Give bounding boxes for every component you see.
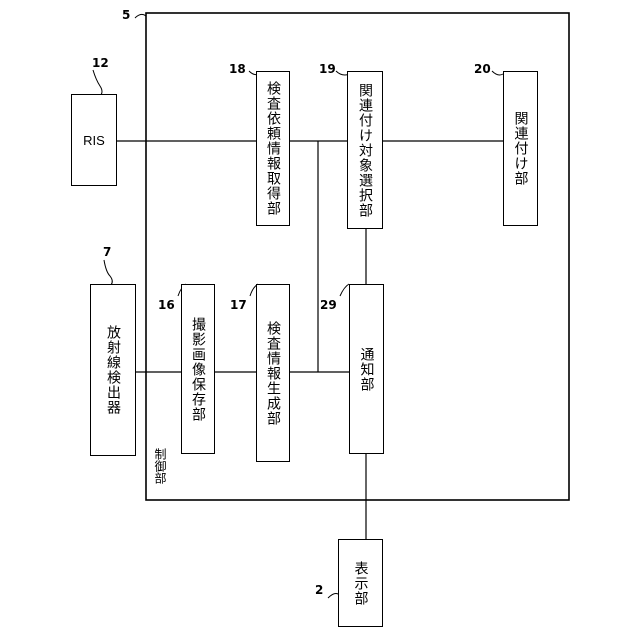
exam-info-gen-label: 検査情報生成部 (263, 321, 283, 426)
image-storage-ref: 16 (158, 298, 175, 312)
control-unit-label: 制御部 (152, 448, 169, 484)
ref-leader-2 (328, 594, 338, 599)
exam-info-gen-ref: 17 (230, 298, 247, 312)
notification-ref: 29 (320, 298, 337, 312)
exam-request-acq-ref: 18 (229, 62, 246, 76)
association-ref: 20 (474, 62, 491, 76)
control-unit-ref: 5 (122, 8, 130, 22)
image-storage-box: 撮影画像保存部 (181, 284, 215, 454)
exam-info-gen-box: 検査情報生成部 (256, 284, 290, 462)
notification-box: 通知部 (349, 284, 384, 454)
ris-ref: 12 (92, 56, 109, 70)
notification-label: 通知部 (357, 347, 377, 392)
ref-leader-29 (340, 284, 349, 296)
exam-request-acq-box: 検査依頼情報取得部 (256, 71, 290, 226)
association-box: 関連付け部 (503, 71, 538, 226)
assoc-target-select-box: 関連付け対象選択部 (347, 71, 383, 229)
detector-ref: 7 (103, 245, 111, 259)
ref-leader-7 (104, 260, 112, 285)
display-box: 表示部 (338, 539, 383, 627)
detector-label: 放射線検出器 (103, 325, 123, 415)
display-label: 表示部 (351, 561, 371, 606)
assoc-target-select-label: 関連付け対象選択部 (355, 83, 375, 218)
display-ref: 2 (315, 583, 323, 597)
exam-request-acq-label: 検査依頼情報取得部 (263, 81, 283, 216)
ris-box: RIS (71, 94, 117, 186)
assoc-target-select-ref: 19 (319, 62, 336, 76)
image-storage-label: 撮影画像保存部 (188, 317, 208, 422)
association-label: 関連付け部 (511, 111, 531, 186)
ref-leader-12 (93, 70, 102, 96)
ref-leader-20 (492, 71, 503, 75)
ref-leader-5 (135, 14, 146, 18)
ris-label: RIS (83, 133, 105, 148)
detector-box: 放射線検出器 (90, 284, 136, 456)
